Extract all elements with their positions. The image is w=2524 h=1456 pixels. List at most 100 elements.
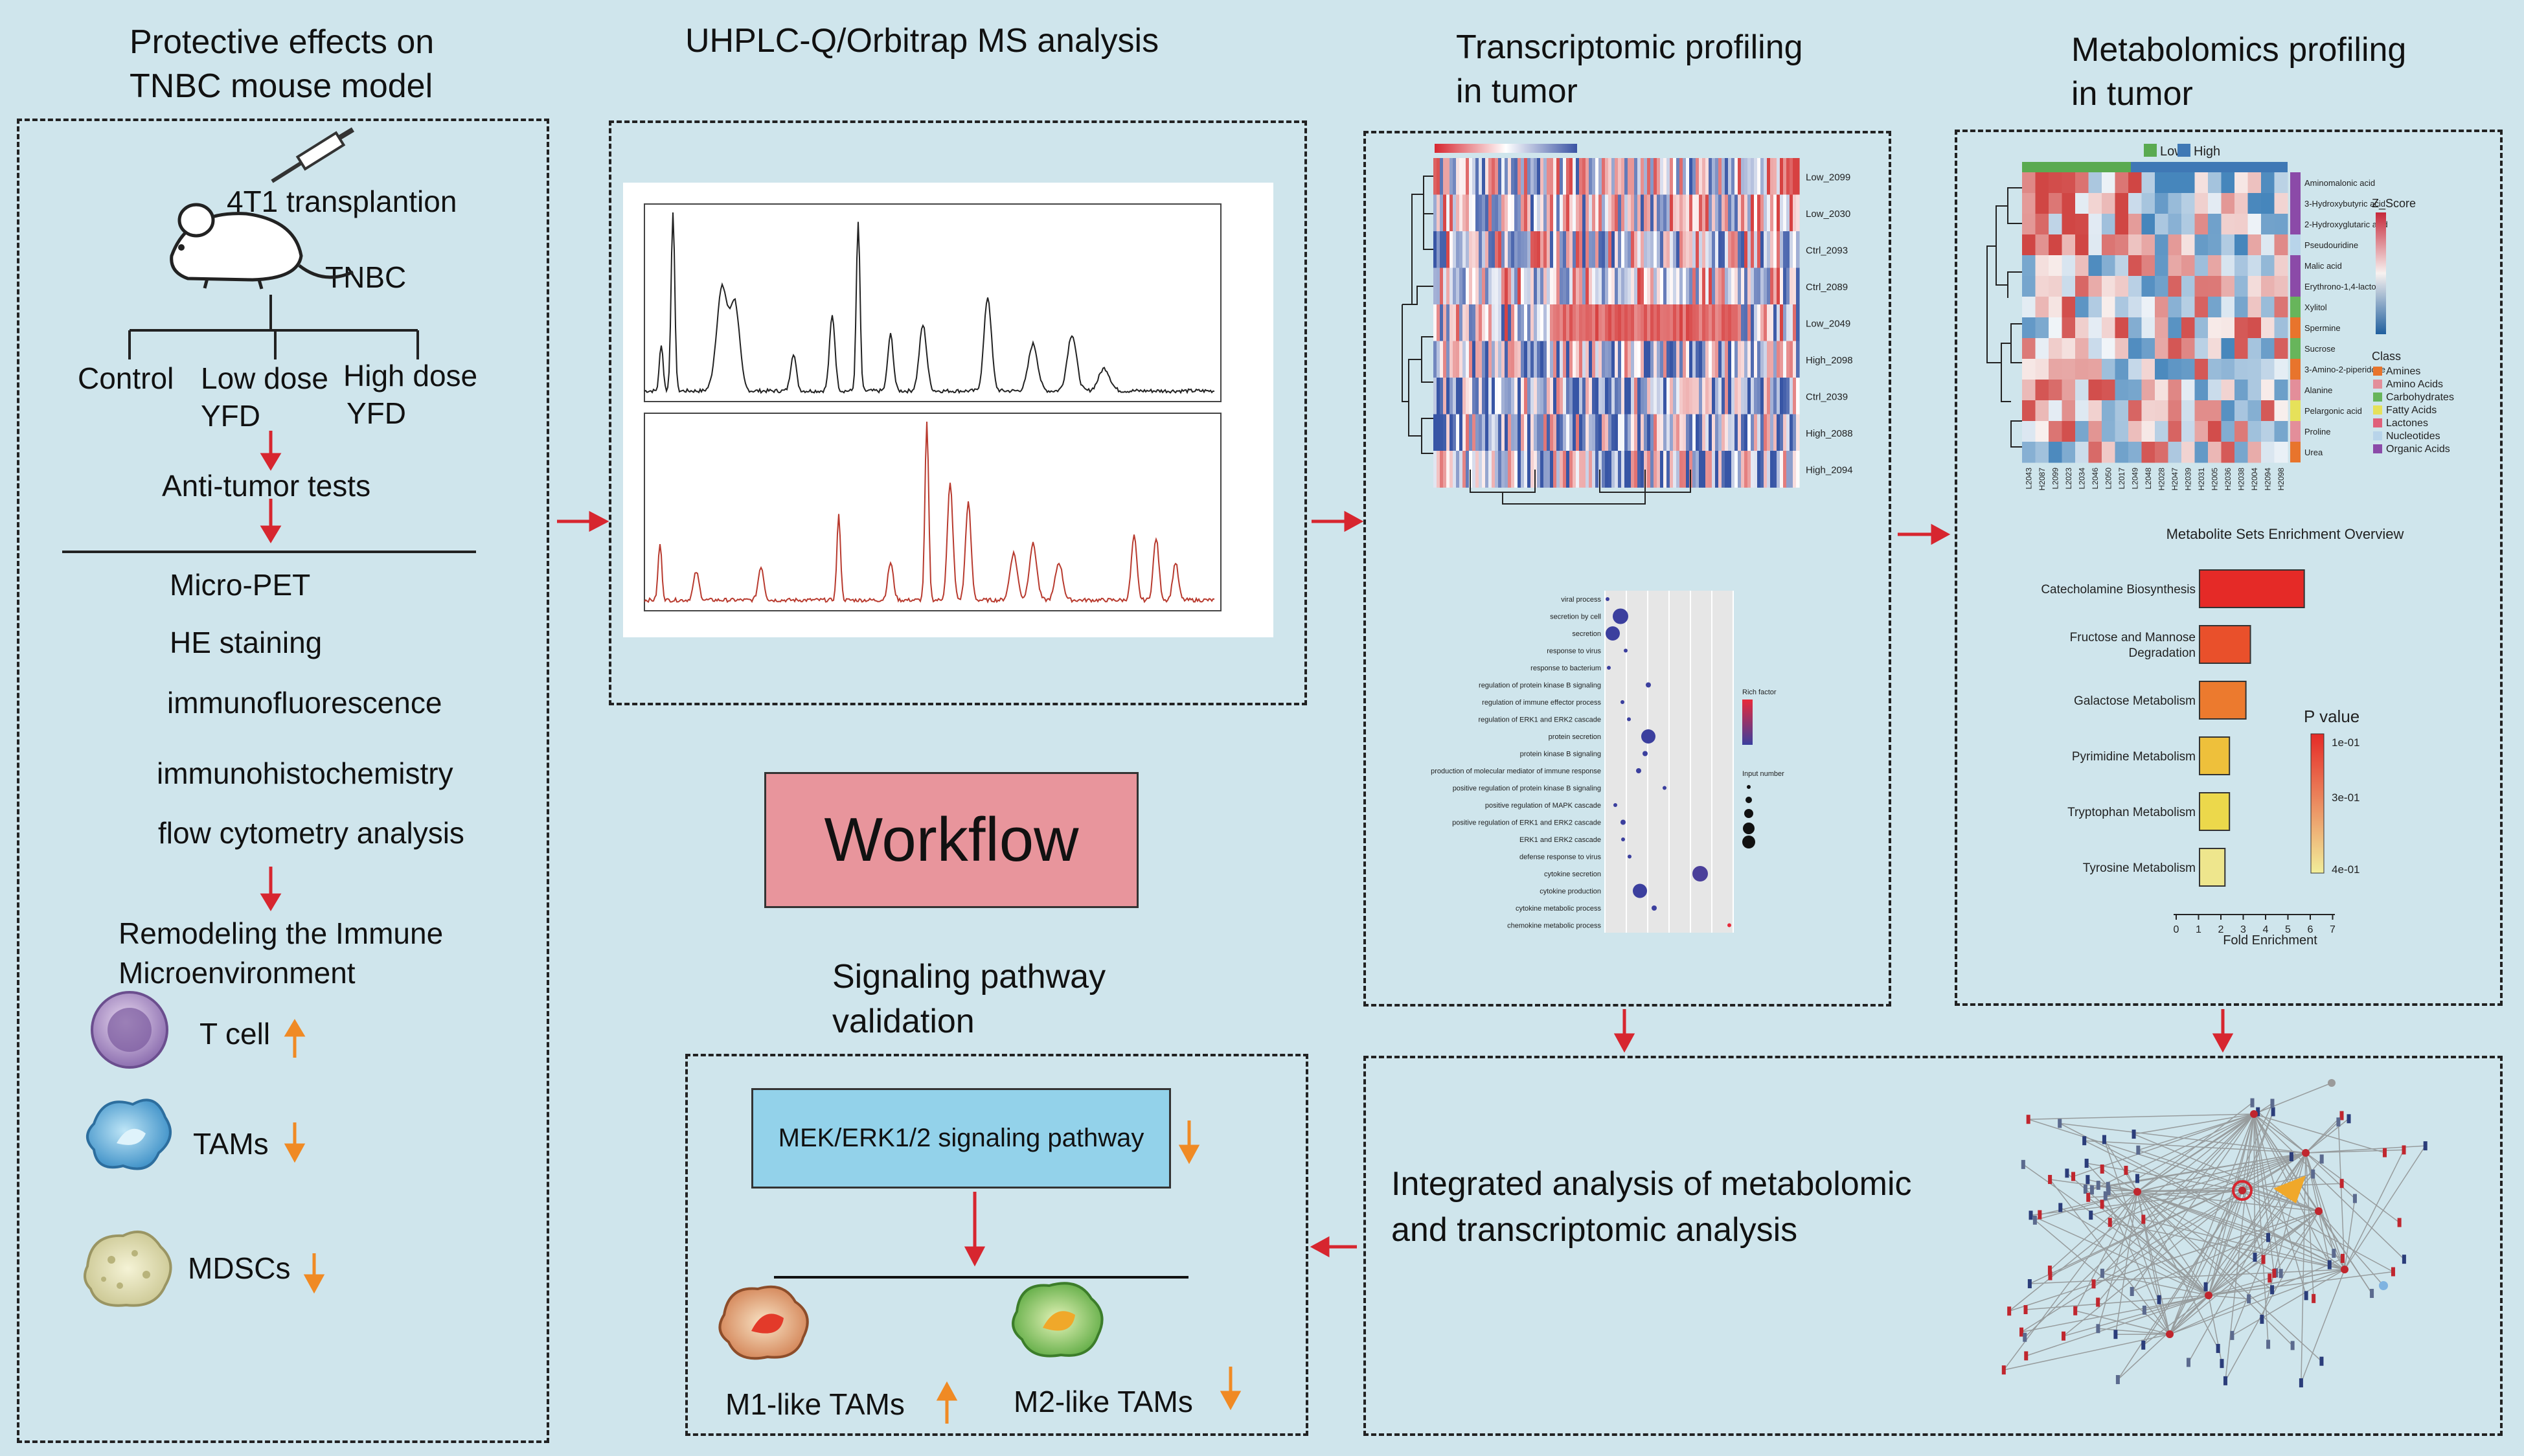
go-term-label: regulation of protein kinase B signaling: [1479, 682, 1601, 690]
sample-label: H2038: [2236, 468, 2245, 491]
heatmap-row-label: Ctrl_2039: [1806, 391, 1848, 402]
heatmap-row-label: High_2098: [1806, 355, 1853, 366]
group-control: Control: [78, 361, 174, 395]
fold-enrichment-label: Fold Enrichment: [2223, 933, 2317, 948]
enrichment-category-label: Degradation: [2128, 646, 2196, 660]
metabolite-label: Xylitol: [2304, 302, 2327, 312]
enrichment-x-tick: 0: [2174, 924, 2179, 935]
sample-label: H2031: [2197, 468, 2206, 491]
go-term-dot: [1646, 682, 1651, 688]
cell-tams-label: TAMs: [193, 1127, 269, 1161]
metabolite-label: Spermine: [2304, 323, 2341, 333]
panel5-title-line1: Signaling pathway: [832, 958, 1106, 995]
go-term-label: response to virus: [1547, 648, 1601, 655]
metabolite-label: Erythrono-1,4-lactone: [2304, 282, 2385, 291]
go-term-label: ERK1 and ERK2 cascade: [1519, 836, 1601, 844]
enrichment-x-tick: 5: [2285, 924, 2291, 935]
go-term-label: positive regulation of protein kinase B …: [1453, 785, 1601, 793]
sample-label: L2050: [2104, 468, 2113, 490]
mek-erk-label: MEK/ERK1/2 signaling pathway: [778, 1124, 1144, 1152]
panel2-title: UHPLC-Q/Orbitrap MS analysis: [685, 22, 1159, 60]
go-term-label: regulation of immune effector process: [1482, 699, 1601, 707]
go-term-dot: [1692, 866, 1708, 882]
t-cell-icon: [91, 991, 168, 1069]
heatmap-row-label: Low_2099: [1806, 172, 1850, 183]
sample-label: H2098: [2277, 468, 2286, 491]
metabolite-label: Urea: [2304, 448, 2323, 457]
class-legend-label: Lactones: [2386, 418, 2428, 429]
go-term-dot: [1636, 768, 1641, 773]
heatmap-row-label: Low_2030: [1806, 209, 1850, 220]
enrichment-x-tick: 1: [2196, 924, 2201, 935]
heatmap-row-label: Ctrl_2089: [1806, 282, 1848, 293]
go-term-dot: [1633, 883, 1647, 898]
go-term-label: response to bacterium: [1530, 665, 1601, 672]
metabolomic-heatmap: Low High Aminomalonic acid3-Hydroxybutyr…: [1986, 144, 2454, 491]
go-term-label: viral process: [1561, 596, 1601, 604]
sample-label: L2049: [2130, 468, 2139, 490]
sample-label: L2043: [2024, 468, 2033, 490]
assay-flow-cytometry: flow cytometry analysis: [158, 816, 464, 850]
m1-macrophage-icon: [718, 1285, 809, 1360]
go-term-dot: [1621, 837, 1625, 841]
panel-metabolomic: [1955, 130, 2503, 1006]
panel-integrated: [1363, 1056, 2503, 1436]
chromatogram-top-trace: [644, 212, 1215, 394]
assay-micro-pet: Micro-PET: [170, 568, 311, 602]
down-arrow-icon: [1220, 1367, 1242, 1411]
enrichment-bar: [2199, 625, 2251, 664]
go-term-label: cytokine production: [1540, 888, 1601, 896]
go-term-dot: [1624, 648, 1628, 653]
transcriptomic-heatmap: Low_2099Low_2030Ctrl_2093Ctrl_2089Low_20…: [1402, 144, 1853, 505]
go-term-dot: [1652, 905, 1657, 911]
enrichment-category-label: Tyrosine Metabolism: [2083, 861, 2196, 875]
enrichment-x-tick: 7: [2330, 924, 2336, 935]
cell-t-label: T cell: [199, 1017, 271, 1051]
panel-ms-analysis: [609, 120, 1307, 705]
down-arrow-icon: [303, 1253, 325, 1294]
metabolite-label: 3-Hydroxybutyric acid: [2304, 199, 2385, 209]
workflow-label: Workflow: [824, 805, 1079, 874]
assay-immunohistochemistry: immunohistochemistry: [157, 756, 453, 790]
enrichment-x-tick: 6: [2308, 924, 2314, 935]
metabolite-label: Proline: [2304, 427, 2330, 437]
panel6-title-line2: and transcriptomic analysis: [1391, 1211, 1798, 1249]
enrichment-category-label: Pyrimidine Metabolism: [2072, 750, 2196, 764]
go-term-label: regulation of ERK1 and ERK2 cascade: [1478, 716, 1601, 724]
go-term-label: defense response to virus: [1519, 854, 1601, 861]
go-term-label: cytokine secretion: [1544, 870, 1601, 878]
assay-he-staining: HE staining: [170, 626, 323, 659]
panel1-arrows: [260, 431, 282, 911]
input-number-legend: [1742, 785, 1755, 848]
group-tree: [62, 295, 476, 553]
pathway-arrow: [964, 1192, 986, 1267]
enrichment-bar: [2199, 792, 2231, 831]
metabolite-label: Aminomalonic acid: [2304, 178, 2375, 188]
group-high-dose: High dose: [343, 359, 478, 392]
class-legend-label: Organic Acids: [2386, 444, 2450, 455]
class-legend-label: Nucleotides: [2386, 431, 2440, 442]
pvalue-label: P value: [2304, 707, 2359, 726]
m2-macrophage-icon: [1012, 1282, 1104, 1358]
heatmap-row-label: High_2094: [1806, 464, 1853, 475]
panel1-title-line1: Protective effects on: [130, 23, 435, 61]
panel-signaling: [685, 1054, 1308, 1436]
panel4-title-line1: Metabolomics profiling: [2071, 31, 2407, 69]
go-term-dot: [1727, 923, 1731, 927]
enrichment-category-label: Catecholamine Biosynthesis: [2041, 583, 2196, 597]
sample-label: L2017: [2117, 468, 2126, 490]
go-term-dot: [1620, 819, 1626, 825]
enrichment-bar: [2199, 736, 2231, 775]
up-arrow-icon: [284, 1019, 306, 1058]
sample-label: L2023: [2064, 468, 2073, 490]
go-term-dot: [1613, 608, 1628, 624]
syringe-icon: [271, 127, 355, 183]
heatmap-row-label: Low_2049: [1806, 318, 1850, 329]
panel3-title-line1: Transcriptomic profiling: [1456, 28, 1803, 66]
down-arrow-icon: [284, 1122, 306, 1163]
group-low-dose: Low dose: [201, 361, 328, 395]
sample-label: H2036: [2223, 468, 2233, 491]
anti-tumor-tests: Anti-tumor tests: [162, 469, 371, 503]
